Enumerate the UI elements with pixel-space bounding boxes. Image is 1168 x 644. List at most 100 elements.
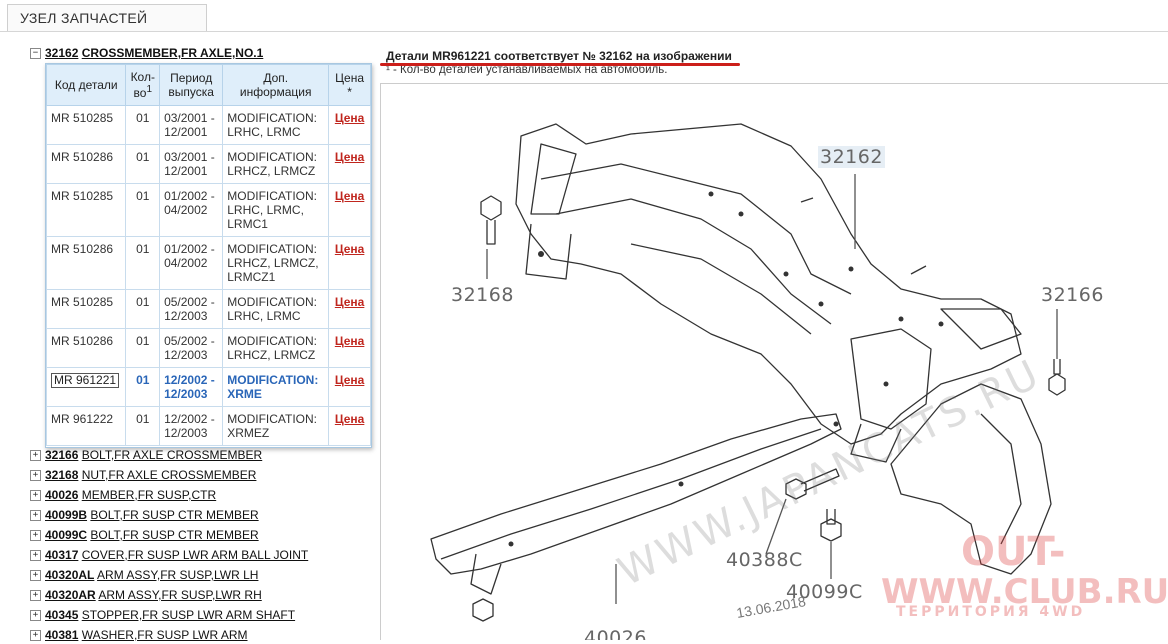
expand-icon[interactable]: + — [30, 590, 41, 602]
tree-item-desc[interactable]: ARM ASSY,FR SUSP,LWR RH — [98, 588, 262, 602]
tree-item-desc[interactable]: ARM ASSY,FR SUSP,LWR LH — [97, 568, 259, 582]
cell-price: Цена — [328, 144, 371, 184]
cell-qty: 01 — [125, 183, 161, 237]
callout-40388C[interactable]: 40388C — [726, 549, 803, 571]
info-line-1: MODIFICATION: — [227, 150, 318, 164]
tree-item-32162[interactable]: −32162 CROSSMEMBER,FR AXLE,NO.1 — [30, 44, 263, 62]
top-tab-bar: УЗЕЛ ЗАПЧАСТЕЙ — [0, 0, 1168, 32]
tree-item-code[interactable]: 32168 — [45, 468, 79, 482]
expand-icon[interactable]: + — [30, 570, 41, 582]
cell-part: MR 510285 — [45, 105, 127, 145]
expand-icon[interactable]: + — [30, 530, 41, 542]
expand-icon[interactable]: + — [30, 550, 41, 562]
info-line-1: MODIFICATION: — [227, 242, 318, 256]
expand-icon[interactable]: + — [30, 610, 41, 622]
bolt-bottom — [472, 598, 494, 622]
tree-item-40026[interactable]: +40026 MEMBER,FR SUSP,CTR — [30, 486, 216, 504]
tree-item-40345[interactable]: +40345 STOPPER,FR SUSP LWR ARM SHAFT — [30, 606, 295, 624]
cell-period: 03/2001 -12/2001 — [159, 144, 224, 184]
period-end: 12/2001 — [164, 125, 208, 139]
collapse-icon[interactable]: − — [30, 48, 41, 60]
cell-price: Цена — [328, 367, 371, 407]
tree-item-40320ar[interactable]: +40320AR ARM ASSY,FR SUSP,LWR RH — [30, 586, 262, 604]
info-line-1: MODIFICATION: — [227, 373, 319, 387]
callout-32162[interactable]: 32162 — [818, 146, 885, 168]
tree-item-code[interactable]: 32166 — [45, 448, 79, 462]
cell-period: 12/2002 -12/2003 — [159, 367, 224, 407]
callout-40099C[interactable]: 40099C — [786, 581, 863, 603]
tree-item-desc[interactable]: BOLT,FR AXLE CROSSMEMBER — [81, 448, 263, 462]
callout-40026[interactable]: 40026 — [584, 627, 647, 640]
info-line-2: LRHCZ, LRMCZ, — [227, 256, 319, 270]
tree-item-code[interactable]: 40345 — [45, 608, 79, 622]
qty-value: 01 — [136, 295, 150, 309]
expand-icon[interactable]: + — [30, 510, 41, 522]
cell-part: MR 510285 — [45, 289, 127, 329]
tree-item-desc[interactable]: STOPPER,FR SUSP LWR ARM SHAFT — [81, 608, 296, 622]
tree-item-40099c[interactable]: +40099C BOLT,FR SUSP CTR MEMBER — [30, 526, 259, 544]
tree-item-40317[interactable]: +40317 COVER,FR SUSP LWR ARM BALL JOINT — [30, 546, 308, 564]
price-link[interactable]: Цена — [334, 111, 365, 125]
qty-value: 01 — [136, 334, 150, 348]
tree-item-40381[interactable]: +40381 WASHER,FR SUSP LWR ARM — [30, 626, 248, 644]
callout-32168[interactable]: 32168 — [451, 284, 514, 306]
tree-item-32166[interactable]: +32166 BOLT,FR AXLE CROSSMEMBER — [30, 446, 262, 464]
tree-item-code[interactable]: 40317 — [45, 548, 79, 562]
tree-item-code[interactable]: 40099C — [45, 528, 88, 542]
expand-icon[interactable]: + — [30, 470, 41, 482]
cell-part: MR 510286 — [45, 236, 127, 290]
tree-item-code[interactable]: 40026 — [45, 488, 79, 502]
tree-item-code[interactable]: 40320AR — [45, 588, 96, 602]
tab-parts-assembly[interactable]: УЗЕЛ ЗАПЧАСТЕЙ — [7, 4, 207, 31]
center-member-outline — [430, 413, 842, 575]
part-number: MR 510286 — [51, 150, 114, 164]
tree-item-40099b[interactable]: +40099B BOLT,FR SUSP CTR MEMBER — [30, 506, 259, 524]
price-link[interactable]: Цена — [334, 150, 365, 164]
tree-item-desc[interactable]: MEMBER,FR SUSP,CTR — [81, 488, 217, 502]
cell-period: 12/2002 -12/2003 — [159, 406, 224, 446]
col-part-number: Код детали — [45, 64, 127, 106]
cell-part: MR 961221 — [45, 367, 127, 407]
period-end: 12/2003 — [164, 387, 208, 401]
tree-item-code[interactable]: 40320AL — [45, 568, 95, 582]
price-link[interactable]: Цена — [334, 334, 365, 348]
tree-item-code[interactable]: 40099B — [45, 508, 88, 522]
price-link[interactable]: Цена — [334, 412, 365, 426]
cell-period: 01/2002 -04/2002 — [159, 236, 224, 290]
price-link[interactable]: Цена — [334, 189, 365, 203]
tree-item-code[interactable]: 32162 — [45, 46, 79, 60]
cell-period: 03/2001 -12/2001 — [159, 105, 224, 145]
cell-part: MR 961222 — [45, 406, 127, 446]
tree-item-desc[interactable]: COVER,FR SUSP LWR ARM BALL JOINT — [81, 548, 309, 562]
tree-item-desc[interactable]: BOLT,FR SUSP CTR MEMBER — [90, 528, 259, 542]
price-link[interactable]: Цена — [334, 242, 365, 256]
expand-icon[interactable]: + — [30, 450, 41, 462]
qty-value: 01 — [136, 412, 150, 426]
price-link[interactable]: Цена — [334, 373, 365, 387]
cell-part: MR 510285 — [45, 183, 127, 237]
tree-item-desc[interactable]: NUT,FR AXLE CROSSMEMBER — [81, 468, 257, 482]
qty-value: 01 — [136, 373, 150, 387]
expand-icon[interactable]: + — [30, 630, 41, 642]
bolt-40388c — [785, 468, 840, 500]
price-link[interactable]: Цена — [334, 295, 365, 309]
tree-item-desc[interactable]: BOLT,FR SUSP CTR MEMBER — [90, 508, 259, 522]
tree-item-code[interactable]: 40381 — [45, 628, 79, 642]
part-number[interactable]: MR 961221 — [51, 373, 120, 388]
tree-item-32168[interactable]: +32168 NUT,FR AXLE CROSSMEMBER — [30, 466, 256, 484]
tree-item-desc[interactable]: CROSSMEMBER,FR AXLE,NO.1 — [81, 46, 264, 60]
part-number: MR 510286 — [51, 334, 114, 348]
tree-item-40320al[interactable]: +40320AL ARM ASSY,FR SUSP,LWR LH — [30, 566, 258, 584]
period-start: 12/2002 - — [164, 373, 215, 387]
callout-32166[interactable]: 32166 — [1041, 284, 1104, 306]
tree-item-desc[interactable]: WASHER,FR SUSP LWR ARM — [81, 628, 248, 642]
expand-icon[interactable]: + — [30, 490, 41, 502]
